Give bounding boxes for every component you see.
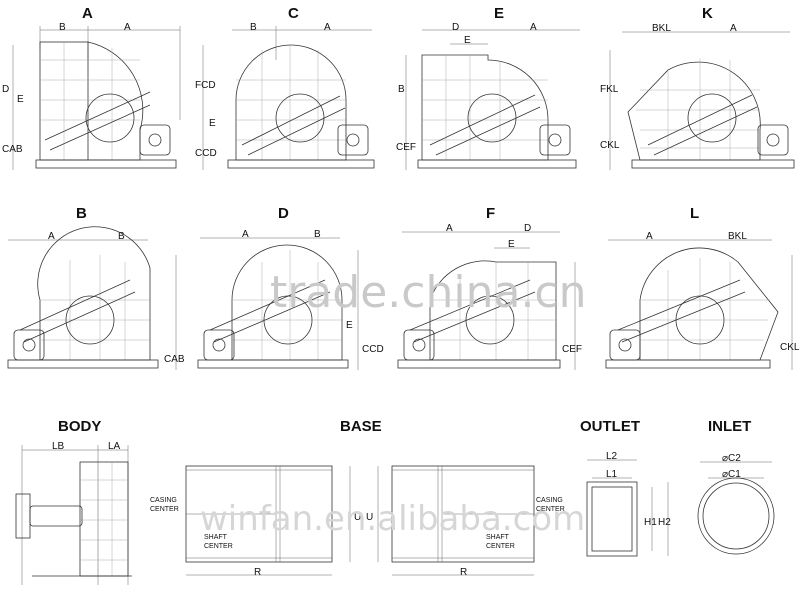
view-a: A B A D E CAB: [2, 5, 181, 170]
base-left-dim-r: R: [254, 567, 261, 578]
body-dim-la: LA: [108, 441, 121, 452]
inlet-section: INLET ⌀C2 ⌀C1: [697, 418, 775, 555]
view-d: D A B E CCD: [197, 205, 384, 370]
base-left-shaft-center: CENTER: [204, 543, 233, 550]
view-e-dim-cef: CEF: [396, 142, 416, 153]
base-right-casing: CASING: [536, 497, 563, 504]
view-k-dim-bkl: BKL: [652, 23, 671, 34]
base-right-casing-center: CENTER: [536, 506, 565, 513]
view-b-dim-a: A: [48, 231, 55, 242]
view-k-dim-fkl: FKL: [600, 84, 619, 95]
view-b-title: B: [76, 205, 87, 222]
view-f-dim-a: A: [446, 223, 453, 234]
view-f: F A D E CEF: [397, 205, 582, 370]
view-e: E D A E B CEF: [396, 5, 580, 170]
view-f-dim-cef: CEF: [562, 344, 582, 355]
base-left-dim-u: U: [354, 512, 361, 523]
inlet-title: INLET: [708, 418, 751, 435]
view-e-title: E: [494, 5, 504, 22]
base-right-shaft-center: CENTER: [486, 543, 515, 550]
inlet-dim-c1: ⌀C1: [722, 469, 741, 480]
view-e-dim-d: D: [452, 22, 459, 33]
view-a-dim-d: D: [2, 84, 9, 95]
base-left-shaft: SHAFT: [204, 534, 228, 541]
watermark-trade-china: trade.china.cn: [270, 267, 587, 318]
base-left-casing-center: CENTER: [150, 506, 179, 513]
base-section: BASE R CASING CENTER SHAFT CENTER U U R …: [150, 418, 565, 578]
view-e-dim-e: E: [464, 35, 471, 46]
view-k-title: K: [702, 5, 713, 22]
view-k-dim-a: A: [730, 23, 737, 34]
view-e-dim-b: B: [398, 84, 405, 95]
view-b-dim-cab: CAB: [164, 354, 185, 365]
view-a-dim-a: A: [124, 22, 131, 33]
base-right-dim-r: R: [460, 567, 467, 578]
view-b-dim-b: B: [118, 231, 125, 242]
base-left-casing: CASING: [150, 497, 177, 504]
view-d-dim-b: B: [314, 229, 321, 240]
view-c-dim-a: A: [324, 22, 331, 33]
view-e-dim-a: A: [530, 22, 537, 33]
view-c-title: C: [288, 5, 299, 22]
view-d-dim-e: E: [346, 320, 353, 331]
view-f-dim-d: D: [524, 223, 531, 234]
view-d-title: D: [278, 205, 289, 222]
view-l-dim-a: A: [646, 231, 653, 242]
inlet-dim-c2: ⌀C2: [722, 453, 741, 464]
view-l-title: L: [690, 205, 699, 222]
watermark-winfan: winfan.en.alibaba.com: [200, 499, 585, 539]
outlet-dim-l1: L1: [606, 469, 618, 480]
view-c-dim-b: B: [250, 22, 257, 33]
view-c-dim-ccd: CCD: [195, 148, 217, 159]
view-k: K BKL A FKL CKL: [600, 5, 795, 170]
view-b: B A B CAB: [7, 205, 185, 370]
view-l: L A BKL CKL: [605, 205, 800, 370]
outlet-dim-l2: L2: [606, 451, 618, 462]
view-c-dim-fcd: FCD: [195, 80, 216, 91]
body-title: BODY: [58, 418, 101, 435]
outlet-title: OUTLET: [580, 418, 640, 435]
view-k-dim-ckl: CKL: [600, 140, 620, 151]
outlet-section: OUTLET L2 L1 H1 H2: [580, 418, 671, 557]
view-a-dim-b: B: [59, 22, 66, 33]
base-right-shaft: SHAFT: [486, 534, 510, 541]
view-c-dim-e: E: [209, 118, 216, 129]
view-a-dim-e: E: [17, 94, 24, 105]
view-f-title: F: [486, 205, 495, 222]
view-l-dim-bkl: BKL: [728, 231, 747, 242]
view-a-dim-cab: CAB: [2, 144, 23, 155]
view-c: C B A FCD E CCD: [195, 5, 375, 170]
body-section: BODY LB LA: [15, 418, 132, 585]
body-dim-lb: LB: [52, 441, 65, 452]
view-l-dim-ckl: CKL: [780, 342, 800, 353]
view-d-dim-a: A: [242, 229, 249, 240]
outlet-dim-h1: H1: [644, 517, 657, 528]
base-title: BASE: [340, 418, 382, 435]
base-right-dim-u: U: [366, 512, 373, 523]
view-a-title: A: [82, 5, 93, 22]
view-f-dim-e: E: [508, 239, 515, 250]
outlet-dim-h2: H2: [658, 517, 671, 528]
view-d-dim-ccd: CCD: [362, 344, 384, 355]
